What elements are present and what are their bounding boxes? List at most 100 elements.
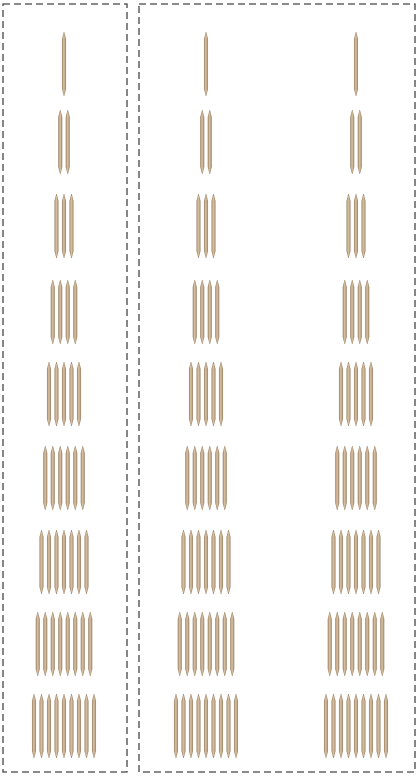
toothpick	[197, 362, 201, 426]
toothpick-row-4	[343, 280, 369, 344]
toothpick	[62, 32, 66, 96]
toothpick	[66, 612, 70, 676]
toothpick-row-5	[47, 362, 81, 426]
toothpick-row-4	[51, 280, 77, 344]
toothpick	[219, 362, 223, 426]
column-2	[174, 32, 238, 758]
toothpick	[43, 446, 47, 510]
toothpick	[185, 446, 189, 510]
toothpick	[208, 280, 212, 344]
toothpick	[182, 530, 186, 594]
toothpick	[55, 194, 59, 258]
toothpick	[358, 110, 362, 174]
toothpick	[358, 280, 362, 344]
toothpick	[339, 362, 343, 426]
toothpick	[212, 530, 216, 594]
toothpick-row-6	[335, 446, 376, 510]
toothpick	[369, 362, 373, 426]
toothpick	[365, 280, 369, 344]
toothpick	[339, 694, 343, 758]
toothpick	[70, 194, 74, 258]
toothpick-row-2	[200, 110, 211, 174]
toothpick-row-8	[178, 612, 234, 676]
toothpick	[377, 530, 381, 594]
toothpick	[227, 530, 231, 594]
toothpick	[347, 194, 351, 258]
toothpick	[208, 446, 212, 510]
toothpick	[193, 280, 197, 344]
toothpick	[193, 446, 197, 510]
toothpick	[77, 694, 81, 758]
toothpick	[230, 612, 234, 676]
toothpick	[335, 446, 339, 510]
toothpick	[66, 446, 70, 510]
toothpick-row-8	[36, 612, 92, 676]
toothpick-row-1	[354, 32, 358, 96]
toothpick	[185, 612, 189, 676]
column-1	[32, 32, 96, 758]
toothpick-row-9	[174, 694, 238, 758]
toothpick	[204, 194, 208, 258]
toothpick	[81, 446, 85, 510]
toothpick-row-2	[350, 110, 361, 174]
toothpick	[47, 694, 51, 758]
toothpick	[350, 446, 354, 510]
toothpick	[227, 694, 231, 758]
toothpick	[92, 694, 96, 758]
toothpick	[362, 194, 366, 258]
toothpick	[70, 362, 74, 426]
toothpick	[43, 612, 47, 676]
toothpick	[73, 446, 77, 510]
toothpick	[66, 280, 70, 344]
toothpick	[55, 530, 59, 594]
toothpick	[328, 612, 332, 676]
toothpick	[362, 694, 366, 758]
toothpick	[332, 694, 336, 758]
toothpick-row-1	[62, 32, 66, 96]
toothpick	[234, 694, 238, 758]
toothpick	[354, 194, 358, 258]
toothpick	[223, 446, 227, 510]
toothpick	[212, 362, 216, 426]
toothpick	[212, 694, 216, 758]
toothpick-row-5	[339, 362, 373, 426]
toothpick-row-2	[58, 110, 69, 174]
toothpick-row-5	[189, 362, 223, 426]
toothpick	[73, 280, 77, 344]
toothpick-row-7	[40, 530, 89, 594]
toothpick-row-9	[324, 694, 388, 758]
toothpick-row-3	[55, 194, 74, 258]
toothpick	[70, 530, 74, 594]
toothpick-row-8	[328, 612, 384, 676]
toothpick	[358, 446, 362, 510]
toothpick	[55, 362, 59, 426]
toothpick	[354, 362, 358, 426]
toothpick	[365, 612, 369, 676]
toothpick	[55, 694, 59, 758]
toothpick	[384, 694, 388, 758]
toothpick-row-6	[185, 446, 226, 510]
toothpick	[73, 612, 77, 676]
toothpick	[200, 280, 204, 344]
toothpick	[58, 110, 62, 174]
toothpick	[85, 530, 89, 594]
toothpick	[200, 110, 204, 174]
toothpick	[343, 612, 347, 676]
toothpick	[62, 530, 66, 594]
toothpick	[204, 530, 208, 594]
toothpick	[32, 694, 36, 758]
toothpick	[358, 612, 362, 676]
toothpick	[193, 612, 197, 676]
toothpick-row-6	[43, 446, 84, 510]
toothpick	[208, 110, 212, 174]
toothpick	[350, 612, 354, 676]
toothpick	[77, 362, 81, 426]
toothpick	[219, 530, 223, 594]
toothpick	[58, 446, 62, 510]
toothpick	[62, 194, 66, 258]
toothpick	[58, 612, 62, 676]
toothpick	[343, 446, 347, 510]
toothpick	[200, 446, 204, 510]
toothpick	[215, 612, 219, 676]
